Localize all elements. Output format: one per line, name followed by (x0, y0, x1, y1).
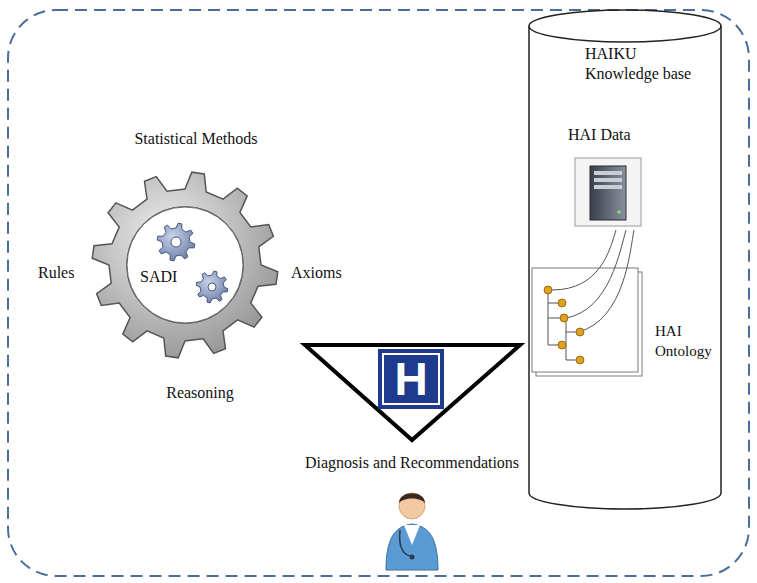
dashed-frame (8, 10, 749, 576)
doctor-icon (386, 493, 438, 570)
node-text: HAIKU Knowledge base (585, 44, 705, 84)
cylinder-top (529, 10, 721, 42)
triangle-outline (305, 345, 520, 440)
component-label: Rules (38, 262, 74, 284)
gear-outline (92, 172, 278, 358)
cylinder-body (529, 26, 721, 509)
server-icon (575, 158, 641, 226)
knowledge-base-cylinder: HAIKU Knowledge base (528, 8, 722, 513)
gear-hub (127, 207, 243, 323)
small-gear (157, 223, 195, 261)
component-label: HAI Data (568, 124, 631, 146)
hospital-triangle: H (300, 340, 525, 445)
component-label: HAI Ontology (655, 321, 719, 362)
component-label: Reasoning (166, 382, 234, 404)
node-text: SADI (140, 267, 177, 287)
gear-node: SADI (90, 170, 280, 360)
output-caption: Diagnosis and Recommendations (305, 452, 519, 474)
shape-outline (528, 8, 722, 513)
shape-outline (90, 170, 280, 360)
component-label: Statistical Methods (134, 128, 257, 150)
component-label: Axioms (291, 262, 342, 284)
small-gear (196, 271, 228, 303)
hospital-letter: H (394, 356, 427, 402)
hospital-sign: H (378, 349, 444, 409)
ontology-tree-icon (532, 230, 642, 376)
